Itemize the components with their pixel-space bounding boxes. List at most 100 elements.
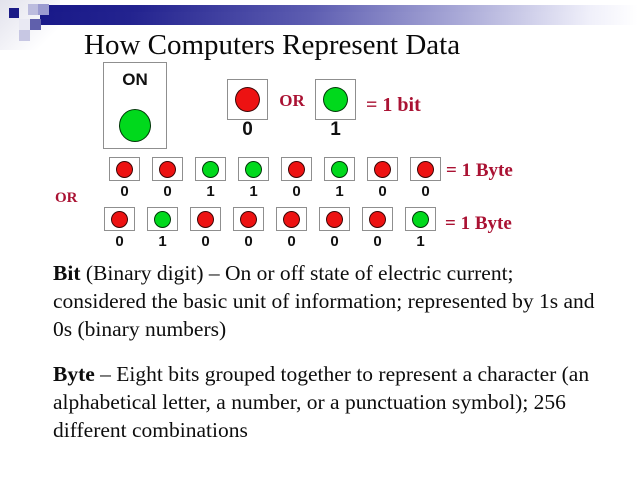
definition-paragraph: Byte – Eight bits grouped together to re… bbox=[53, 360, 631, 444]
bit-on-box bbox=[147, 207, 178, 231]
bit-cell: 0 bbox=[190, 207, 221, 250]
red-light-icon bbox=[197, 210, 214, 228]
bit-off-box bbox=[227, 79, 268, 120]
bit-on-box bbox=[315, 79, 356, 120]
decoration-square-light bbox=[28, 4, 38, 15]
definition-paragraph: Bit (Binary digit) – On or off state of … bbox=[53, 259, 631, 343]
bit-off-box bbox=[104, 207, 135, 231]
green-light-icon bbox=[331, 160, 348, 178]
bit-off-box bbox=[276, 207, 307, 231]
bit-off-box bbox=[190, 207, 221, 231]
bit-value-label: 1 bbox=[206, 183, 215, 200]
bit-value-label: 0 bbox=[201, 233, 210, 250]
definition-line: 0s (binary numbers) bbox=[53, 317, 227, 341]
bit-on-box bbox=[238, 157, 269, 181]
bit-value-label: 0 bbox=[287, 233, 296, 250]
page-title: How Computers Represent Data bbox=[84, 29, 461, 61]
bit-cell: 0 bbox=[233, 207, 264, 250]
on-label: ON bbox=[122, 70, 148, 89]
bit-cell: 0 bbox=[367, 157, 398, 200]
bit-cell: 0 bbox=[104, 207, 135, 250]
bit-on-value: 1 bbox=[330, 119, 341, 140]
green-light-icon bbox=[412, 210, 429, 228]
bit-value-label: 0 bbox=[421, 183, 430, 200]
byte-row-1: 0 0 1 1 0 1 0 0 bbox=[109, 157, 441, 200]
decoration-square-dark bbox=[9, 8, 19, 18]
bit-value-label: 1 bbox=[335, 183, 344, 200]
decoration-square-blue bbox=[30, 19, 41, 30]
definition-line: Byte – Eight bits grouped together to re… bbox=[53, 362, 590, 386]
or-label-left: OR bbox=[55, 190, 78, 206]
bit-value-label: 0 bbox=[163, 183, 172, 200]
red-light-icon bbox=[288, 160, 305, 178]
definition-line: Bit (Binary digit) – On or off state of … bbox=[53, 261, 514, 285]
definition-term: Byte bbox=[53, 362, 95, 386]
equals-one-byte-label-1: = 1 Byte bbox=[446, 160, 513, 181]
bit-value-label: 1 bbox=[249, 183, 258, 200]
bit-cell: 0 bbox=[319, 207, 350, 250]
bit-off-box bbox=[410, 157, 441, 181]
red-light-icon bbox=[111, 210, 128, 228]
bit-on-box bbox=[324, 157, 355, 181]
bit-value-label: 0 bbox=[120, 183, 129, 200]
bit-value-label: 0 bbox=[244, 233, 253, 250]
bit-off-box bbox=[367, 157, 398, 181]
bit-value-label: 1 bbox=[158, 233, 167, 250]
definition-line: different combinations bbox=[53, 418, 248, 442]
bit-cell: 0 bbox=[281, 157, 312, 200]
equals-one-bit-label: = 1 bit bbox=[366, 94, 421, 116]
on-state-box: ON bbox=[103, 62, 167, 149]
bit-off-box bbox=[109, 157, 140, 181]
bit-off-box bbox=[281, 157, 312, 181]
bit-off-box bbox=[152, 157, 183, 181]
bit-cell: 0 bbox=[152, 157, 183, 200]
red-light-icon bbox=[235, 87, 260, 112]
bit-value-label: 1 bbox=[416, 233, 425, 250]
definitions-text: Bit (Binary digit) – On or off state of … bbox=[53, 259, 631, 461]
bit-cell: 1 bbox=[195, 157, 226, 200]
green-light-icon bbox=[202, 160, 219, 178]
green-light-icon bbox=[154, 210, 171, 228]
decoration-square-pale bbox=[19, 19, 30, 30]
red-light-icon bbox=[116, 160, 133, 178]
bit-off-box bbox=[319, 207, 350, 231]
bit-cell: 1 bbox=[238, 157, 269, 200]
decoration-square-lavender bbox=[19, 30, 30, 41]
red-light-icon bbox=[283, 210, 300, 228]
bit-value-label: 0 bbox=[330, 233, 339, 250]
equals-one-byte-label-2: = 1 Byte bbox=[445, 213, 512, 234]
bit-off-box bbox=[233, 207, 264, 231]
bit-value-label: 0 bbox=[373, 233, 382, 250]
definition-line: considered the basic unit of information… bbox=[53, 289, 595, 313]
bit-on-box bbox=[405, 207, 436, 231]
red-light-icon bbox=[374, 160, 391, 178]
bit-cell: 1 bbox=[405, 207, 436, 250]
bit-cell: 1 bbox=[147, 207, 178, 250]
bit-off-box bbox=[362, 207, 393, 231]
green-light-icon bbox=[323, 87, 348, 112]
bit-cell: 0 bbox=[276, 207, 307, 250]
red-light-icon bbox=[369, 210, 386, 228]
red-light-icon bbox=[159, 160, 176, 178]
bit-on-box bbox=[195, 157, 226, 181]
red-light-icon bbox=[240, 210, 257, 228]
bit-value-label: 0 bbox=[115, 233, 124, 250]
bit-value-label: 0 bbox=[292, 183, 301, 200]
bit-cell: 0 bbox=[410, 157, 441, 200]
bit-cell: 1 bbox=[324, 157, 355, 200]
decoration-square-medium bbox=[38, 4, 49, 15]
bit-cell: 0 bbox=[362, 207, 393, 250]
bit-cell: 0 bbox=[109, 157, 140, 200]
definition-line: alphabetical letter, a number, or a punc… bbox=[53, 390, 566, 414]
bit-off-value: 0 bbox=[242, 119, 253, 140]
green-light-icon bbox=[119, 109, 151, 142]
banner-bar-top bbox=[49, 5, 638, 14]
red-light-icon bbox=[326, 210, 343, 228]
banner-bar-main bbox=[40, 12, 638, 25]
byte-row-2: 0 1 0 0 0 0 0 1 bbox=[104, 207, 436, 250]
or-label: OR bbox=[279, 91, 305, 110]
bit-value-label: 0 bbox=[378, 183, 387, 200]
green-light-icon bbox=[245, 160, 262, 178]
red-light-icon bbox=[417, 160, 434, 178]
